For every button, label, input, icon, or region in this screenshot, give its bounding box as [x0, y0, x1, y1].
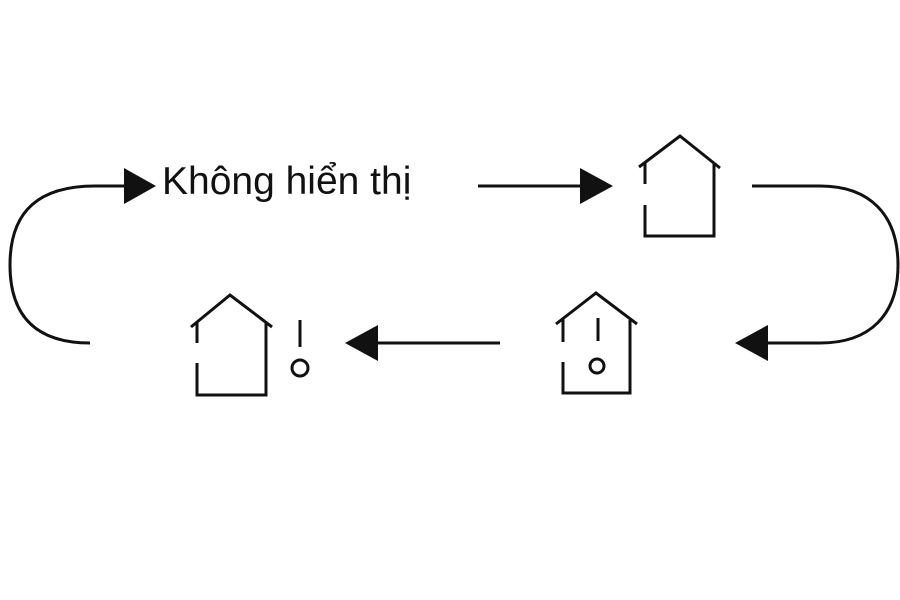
- arrowhead-icon: [345, 325, 378, 361]
- house-icon: [638, 134, 721, 238]
- arrowhead-icon: [124, 168, 156, 204]
- arrow-label-to-house: [478, 168, 613, 204]
- loop-arrow-right: [735, 184, 900, 361]
- arrowhead-icon: [735, 325, 768, 361]
- house-switch-inside-icon: [555, 291, 638, 395]
- house-switch-outside-icon: [190, 293, 310, 397]
- arrow-middle: [345, 325, 500, 361]
- arrowhead-icon: [580, 168, 613, 204]
- loop-arrow-left: [8, 168, 156, 345]
- hidden-state-label: Không hiển thị: [162, 160, 412, 203]
